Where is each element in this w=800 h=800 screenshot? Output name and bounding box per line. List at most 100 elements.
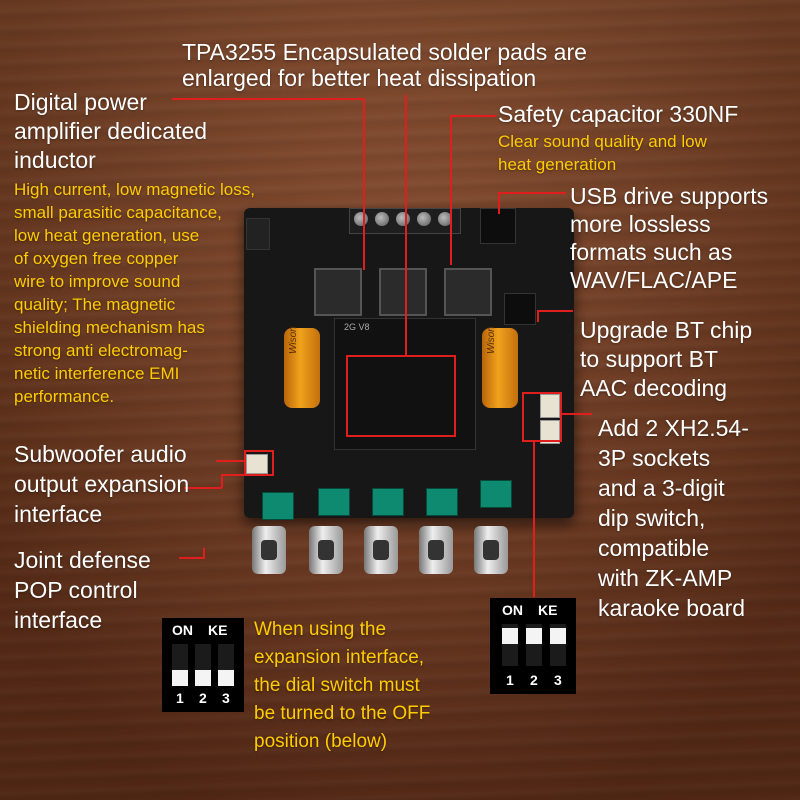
leader-line	[363, 98, 365, 270]
dip-switch-right: ON KE 1 2 3	[490, 598, 576, 694]
bt-line: AAC decoding	[580, 375, 728, 401]
dip-number: 3	[222, 690, 230, 706]
leader-line	[498, 192, 566, 194]
dip-toggle	[550, 624, 566, 666]
dip-toggle	[502, 624, 518, 666]
inductor-desc-line: High current, low magnetic loss,	[14, 180, 255, 199]
rca-jack	[309, 526, 343, 574]
inductor	[314, 268, 362, 316]
terminal-screw	[438, 212, 452, 226]
leader-line	[179, 557, 203, 559]
dip-number: 2	[199, 690, 207, 706]
capacitor-desc-line-2: heat generation	[498, 155, 617, 174]
subwoofer-highlight-box	[244, 450, 274, 476]
inductor-desc-line: shielding mechanism has	[14, 318, 205, 337]
rca-jack	[419, 526, 453, 574]
inductor-desc-line: wire to improve sound	[14, 272, 181, 291]
terminal-screw	[417, 212, 431, 226]
board-revision: 2G V8	[344, 322, 370, 332]
leader-line	[405, 95, 407, 357]
rca-jack	[364, 526, 398, 574]
dip-note-line: expansion interface,	[254, 647, 425, 668]
terminal-screw	[396, 212, 410, 226]
pop-line: Joint defense	[14, 547, 151, 573]
knob-pot	[318, 488, 350, 516]
dip-toggle	[218, 644, 234, 686]
leader-line	[450, 115, 452, 265]
inductor-desc-line: quality; The magnetic	[14, 295, 176, 314]
leader-line	[537, 310, 539, 322]
sockets-line: 3P sockets	[598, 445, 711, 471]
dip-number: 3	[554, 672, 562, 688]
inductor-desc-line: netic interference EMI	[14, 364, 180, 383]
leader-line	[216, 460, 246, 462]
electrolytic-capacitor-right: Wison	[482, 326, 518, 408]
leader-line	[172, 98, 364, 100]
knob-pot	[372, 488, 404, 516]
usb-line: USB drive supports	[570, 183, 769, 209]
electrolytic-capacitor-left: Wison	[284, 326, 320, 408]
inductor-title-line-1: Digital power	[14, 89, 147, 115]
pop-line: POP control	[14, 577, 138, 603]
dip-note-line: position (below)	[254, 731, 388, 752]
pads-title-line-1: TPA3255 Encapsulated solder pads are	[182, 39, 587, 65]
leader-line	[498, 192, 500, 214]
dip-label-ke: KE	[538, 602, 558, 618]
dip-label-ke: KE	[208, 622, 228, 638]
capacitor-brand: Wison	[288, 326, 299, 354]
inductor-title-line-3: inductor	[14, 147, 96, 173]
dip-toggle	[526, 624, 542, 666]
sockets-line: dip switch,	[598, 505, 706, 531]
inductor-desc-line: strong anti electromag-	[14, 341, 188, 360]
sockets-line: with ZK-AMP	[598, 565, 733, 591]
pads-title-line-2: enlarged for better heat dissipation	[182, 65, 537, 91]
leader-line	[537, 310, 573, 312]
power-jack	[246, 218, 270, 250]
tpa3255-highlight-box	[346, 355, 456, 437]
inductor	[444, 268, 492, 316]
xh-socket	[540, 420, 560, 444]
inductor-desc-line: performance.	[14, 387, 115, 406]
subwoofer-line: Subwoofer audio	[14, 441, 187, 467]
xh-socket-highlight-box	[522, 392, 562, 442]
subwoofer-line: interface	[14, 501, 103, 527]
leader-line	[533, 442, 535, 597]
rca-jack	[252, 526, 286, 574]
dip-switch-off: ON KE 1 2 3	[162, 618, 244, 712]
leader-line	[203, 548, 205, 559]
bt-line: to support BT	[580, 346, 719, 372]
inductor-title-line-2: amplifier dedicated	[14, 118, 208, 144]
pop-line: interface	[14, 607, 103, 633]
leader-line	[184, 487, 222, 489]
dip-number: 1	[176, 690, 184, 706]
rca-jack	[474, 526, 508, 574]
knob-pot	[426, 488, 458, 516]
bt-line: Upgrade BT chip	[580, 317, 753, 343]
leader-line	[221, 474, 223, 488]
dip-label-on: ON	[502, 602, 523, 618]
sockets-line: Add 2 XH2.54-	[598, 415, 749, 441]
dip-note-line: be turned to the OFF	[254, 703, 431, 724]
leader-line	[221, 474, 245, 476]
sockets-line: compatible	[598, 535, 710, 561]
capacitor-title: Safety capacitor 330NF	[498, 101, 739, 127]
subwoofer-line: output expansion	[14, 471, 190, 497]
dip-toggle	[195, 644, 211, 686]
dip-toggle	[172, 644, 188, 686]
capacitor-desc-line-1: Clear sound quality and low	[498, 132, 707, 151]
sockets-line: and a 3-digit	[598, 475, 725, 501]
leader-line	[450, 115, 496, 117]
xh-socket	[540, 394, 560, 418]
bt-chip	[504, 293, 536, 325]
dip-number: 1	[506, 672, 514, 688]
leader-line	[562, 413, 592, 415]
inductor-desc-line: low heat generation, use	[14, 226, 200, 245]
dip-note-line: the dial switch must	[254, 675, 420, 696]
capacitor-brand: Wison	[486, 326, 497, 354]
sockets-line: karaoke board	[598, 595, 746, 621]
dip-number: 2	[530, 672, 538, 688]
usb-line: formats such as	[570, 239, 733, 265]
inductor	[379, 268, 427, 316]
dip-note-line: When using the	[254, 619, 387, 640]
dip-label-on: ON	[172, 622, 193, 638]
